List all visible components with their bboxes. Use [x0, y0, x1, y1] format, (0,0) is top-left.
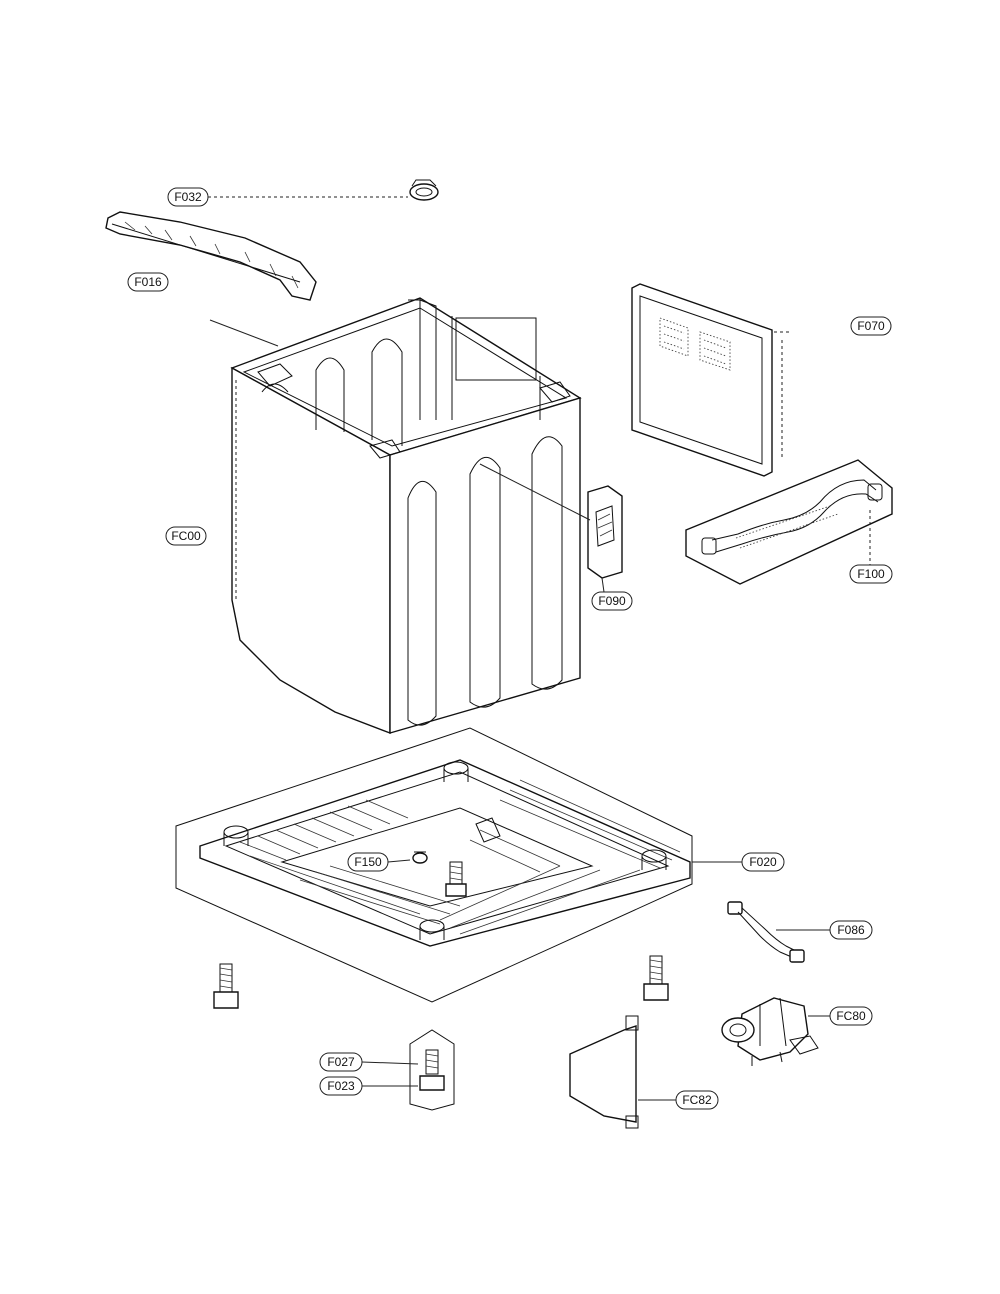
leader-f090-a: [479, 463, 591, 521]
label-f090-text: F090: [598, 594, 626, 608]
drain-hose-part: [685, 459, 893, 585]
wire-harness-part: [727, 901, 805, 963]
center-screw-part: [445, 861, 467, 897]
label-f070-text: F070: [857, 319, 885, 333]
pump-bracket-part: [569, 1015, 639, 1129]
label-f090: F090: [591, 591, 633, 611]
label-f086-text: F086: [837, 923, 865, 937]
label-f000: FC00: [165, 526, 207, 546]
clip-ring-part: [409, 179, 439, 201]
screw-left-part: [213, 963, 239, 1009]
label-f086: F086: [829, 920, 873, 940]
label-f082-text: FC82: [682, 1093, 712, 1107]
label-f032: F032: [167, 187, 209, 207]
label-f027-text: F027: [327, 1055, 355, 1069]
label-f100-text: F100: [857, 567, 885, 581]
label-f032-text: F032: [174, 190, 202, 204]
label-f100: F100: [849, 564, 893, 584]
leveling-leg-part: [409, 1029, 455, 1111]
label-f082: FC82: [675, 1090, 719, 1110]
label-f070: F070: [850, 316, 892, 336]
leader-f150: [387, 859, 411, 863]
base-frame-part: [175, 727, 693, 1003]
label-f023: F023: [319, 1076, 363, 1096]
side-bracket-part: [587, 485, 623, 579]
leader-f027: [361, 1061, 419, 1065]
fitting-part: [412, 851, 428, 864]
label-f080: FC80: [829, 1006, 873, 1026]
label-f080-text: FC80: [836, 1009, 866, 1023]
label-f150-text: F150: [354, 855, 382, 869]
label-f150: F150: [347, 852, 389, 872]
drain-pump-part: [721, 997, 819, 1066]
label-f016: F016: [127, 272, 169, 292]
label-f000-text: FC00: [171, 529, 201, 543]
leader-f016: [209, 319, 279, 347]
leader-f070: [774, 331, 792, 460]
label-f020-text: F020: [749, 855, 777, 869]
screw-right-part: [643, 955, 669, 1001]
label-f027: F027: [319, 1052, 363, 1072]
label-f020: F020: [741, 852, 785, 872]
label-f023-text: F023: [327, 1079, 355, 1093]
cabinet-part: [230, 297, 582, 735]
top-bracket-part: [105, 211, 317, 301]
rear-panel-part: [631, 283, 773, 477]
label-f016-text: F016: [134, 275, 162, 289]
leader-f090-b: [601, 577, 605, 593]
